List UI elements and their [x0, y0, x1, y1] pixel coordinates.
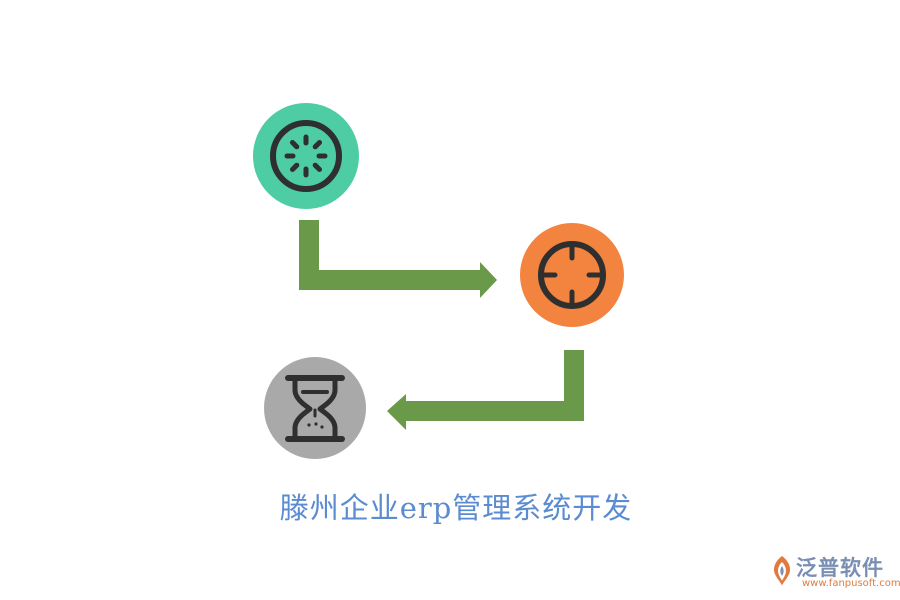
- step-loading: [253, 103, 359, 209]
- brand-url: www.fanpusoft.com: [802, 578, 900, 589]
- diagram-caption: 滕州企业erp管理系统开发: [279, 491, 633, 525]
- brand-name: 泛普软件: [796, 556, 884, 580]
- flow-arrow-2: [387, 350, 584, 430]
- fanpu-logo-icon: [774, 556, 790, 586]
- brand-watermark: 泛普软件 www.fanpusoft.com: [766, 550, 900, 594]
- hourglass-icon: [285, 375, 345, 442]
- loading-icon: [270, 120, 342, 192]
- flow-arrow-1: [299, 220, 497, 298]
- step-target: [520, 223, 624, 327]
- target-icon: [538, 241, 606, 309]
- step-hourglass: [264, 357, 366, 459]
